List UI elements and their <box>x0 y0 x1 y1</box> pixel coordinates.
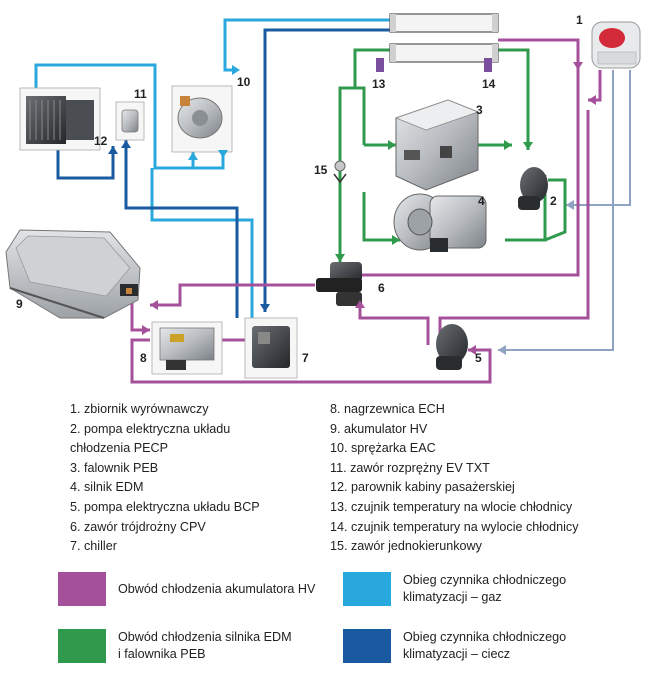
list-item: 15. zawór jednokierunkowy <box>330 539 482 554</box>
sensor-13-icon <box>376 58 384 72</box>
label-12: 12 <box>94 134 108 148</box>
label-10: 10 <box>237 75 251 89</box>
green-lines <box>338 48 567 262</box>
key-green-line1: Obwód chłodzenia silnika EDM <box>118 630 292 644</box>
purple-lines <box>130 38 602 384</box>
key-purple: Obwód chłodzenia akumulatora HV <box>58 572 315 606</box>
cooling-system-diagram: 1 2 3 4 5 6 7 8 9 10 11 12 13 14 15 <box>5 13 641 384</box>
label-6: 6 <box>378 281 385 295</box>
list-item: 11. zawór rozprężny EV TXT <box>330 460 490 475</box>
list-item: 3. falownik PEB <box>70 460 159 475</box>
list-item: 5. pompa elektryczna układu BCP <box>70 499 260 514</box>
expansion-tank <box>591 21 641 69</box>
key-green-line2: i falownika PEB <box>118 647 206 661</box>
list-item: 6. zawór trójdrożny CPV <box>70 519 206 534</box>
sensor-14-icon <box>484 58 492 72</box>
pump-pecp <box>518 167 548 210</box>
label-3: 3 <box>476 103 483 117</box>
list-item: 8. nagrzewnica ECH <box>330 402 445 416</box>
flow-arrows <box>108 62 596 355</box>
expansion-valve-txt <box>115 101 145 141</box>
list-item: 1. zbiornik wyrównawczy <box>70 402 209 416</box>
label-15: 15 <box>314 163 328 177</box>
check-valve-icon <box>333 160 347 184</box>
hv-battery <box>5 229 141 319</box>
key-dark-blue: Obieg czynnika chłodniczego klimatyzacji… <box>343 629 566 663</box>
radiator-lower <box>389 43 499 63</box>
label-1: 1 <box>576 13 583 27</box>
list-item: 4. silnik EDM <box>70 480 144 495</box>
component-list-right: 8. nagrzewnica ECH 9. akumulator HV 10. … <box>330 400 650 557</box>
radiator-upper <box>389 13 499 33</box>
list-item: 10. sprężarka EAC <box>330 441 436 456</box>
label-13: 13 <box>372 77 386 91</box>
label-4: 4 <box>478 194 485 208</box>
label-9: 9 <box>16 297 23 311</box>
key-purple-label: Obwód chłodzenia akumulatora HV <box>118 581 315 598</box>
key-light-blue: Obieg czynnika chłodniczego klimatyzacji… <box>343 572 566 606</box>
dark-blue-lines <box>56 28 390 318</box>
label-2: 2 <box>550 194 557 208</box>
inverter-peb <box>394 99 480 191</box>
list-item: 13. czujnik temperatury na wlocie chłodn… <box>330 499 573 514</box>
label-7: 7 <box>302 351 309 365</box>
cabin-evaporator <box>19 87 101 151</box>
swatch-purple <box>58 572 106 606</box>
swatch-green <box>58 629 106 663</box>
key-light-blue-label: Obieg czynnika chłodniczego klimatyzacji… <box>403 572 566 606</box>
valve-cpv <box>316 262 362 306</box>
key-dark-blue-line2: klimatyzacji – ciecz <box>403 647 511 661</box>
key-light-blue-line1: Obieg czynnika chłodniczego <box>403 573 567 587</box>
heater-ech <box>151 321 223 375</box>
key-dark-blue-line1: Obieg czynnika chłodniczego <box>403 630 567 644</box>
list-item: 14. czujnik temperatury na wylocie chłod… <box>330 519 579 534</box>
list-item: 2. pompa elektryczna układu chłodzenia P… <box>70 421 231 456</box>
list-item: 12. parownik kabiny pasażerskiej <box>330 480 515 495</box>
swatch-dark-blue <box>343 629 391 663</box>
pump-bcp <box>436 324 468 370</box>
label-8: 8 <box>140 351 147 365</box>
component-list-left: 1. zbiornik wyrównawczy 2. pompa elektry… <box>70 400 320 557</box>
key-green: Obwód chłodzenia silnika EDM i falownika… <box>58 629 292 663</box>
key-light-blue-line2: klimatyzacji – gaz <box>403 590 502 604</box>
swatch-light-blue <box>343 572 391 606</box>
motor-edm <box>393 193 487 252</box>
list-item: 7. chiller <box>70 539 117 554</box>
label-11: 11 <box>134 87 147 101</box>
key-green-label: Obwód chłodzenia silnika EDM i falownika… <box>118 629 292 663</box>
chiller <box>244 317 298 379</box>
key-purple-line1: Obwód chłodzenia akumulatora HV <box>118 581 316 596</box>
number-labels: 1 2 3 4 5 6 7 8 9 10 11 12 13 14 15 <box>16 13 583 365</box>
label-5: 5 <box>475 351 482 365</box>
key-dark-blue-label: Obieg czynnika chłodniczego klimatyzacji… <box>403 629 566 663</box>
compressor-eac <box>171 85 233 153</box>
list-item: 9. akumulator HV <box>330 421 428 436</box>
label-14: 14 <box>482 77 496 91</box>
